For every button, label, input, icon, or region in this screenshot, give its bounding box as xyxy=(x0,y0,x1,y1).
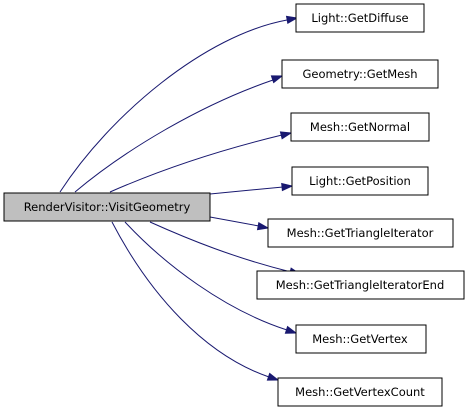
edge-to-mesh-gettriangleiterator xyxy=(209,216,260,227)
node-mesh-gettriangleiteratorend-label: Mesh::GetTriangleIteratorEnd xyxy=(276,278,445,292)
node-geometry-getmesh[interactable]: Geometry::GetMesh xyxy=(281,59,439,89)
edge-to-mesh-getvertexcount-arrowhead xyxy=(266,372,280,381)
edge-to-mesh-gettriangleiteratorend xyxy=(149,221,292,273)
node-root[interactable]: RenderVisitor::VisitGeometry xyxy=(3,192,211,222)
node-mesh-gettriangleiterator-label: Mesh::GetTriangleIterator xyxy=(287,226,434,240)
node-mesh-gettriangleiteratorend[interactable]: Mesh::GetTriangleIteratorEnd xyxy=(256,270,465,300)
node-light-getdiffuse[interactable]: Light::GetDiffuse xyxy=(295,3,425,33)
node-mesh-getvertex[interactable]: Mesh::GetVertex xyxy=(295,324,427,354)
node-root-label: RenderVisitor::VisitGeometry xyxy=(24,200,191,214)
edge-to-geometry-getmesh-arrowhead xyxy=(270,75,284,84)
node-mesh-getvertexcount-label: Mesh::GetVertexCount xyxy=(295,385,425,399)
edge-to-light-getposition-arrowhead xyxy=(281,182,294,192)
edge-to-light-getdiffuse xyxy=(59,19,288,193)
node-geometry-getmesh-label: Geometry::GetMesh xyxy=(302,67,417,81)
node-mesh-gettriangleiterator[interactable]: Mesh::GetTriangleIterator xyxy=(267,218,454,248)
edge-to-mesh-getvertexcount xyxy=(111,221,270,378)
node-light-getposition-label: Light::GetPosition xyxy=(309,174,411,188)
edge-to-light-getdiffuse-arrowhead xyxy=(285,15,299,25)
edge-to-geometry-getmesh xyxy=(74,79,274,193)
edge-to-mesh-getvertex-arrowhead xyxy=(284,325,298,334)
call-graph-edges xyxy=(59,15,302,381)
edge-to-mesh-getnormal-arrowhead xyxy=(279,131,293,140)
edge-to-mesh-getnormal xyxy=(109,134,283,193)
node-mesh-getnormal[interactable]: Mesh::GetNormal xyxy=(290,112,430,142)
edge-to-mesh-getvertex xyxy=(124,221,288,331)
node-mesh-getvertexcount[interactable]: Mesh::GetVertexCount xyxy=(277,377,443,407)
edge-to-light-getposition xyxy=(209,186,284,195)
edge-to-mesh-gettriangleiterator-arrowhead xyxy=(256,221,270,231)
node-light-getposition[interactable]: Light::GetPosition xyxy=(291,166,429,196)
node-mesh-getvertex-label: Mesh::GetVertex xyxy=(312,332,408,346)
node-light-getdiffuse-label: Light::GetDiffuse xyxy=(311,11,408,25)
node-mesh-getnormal-label: Mesh::GetNormal xyxy=(310,120,410,134)
